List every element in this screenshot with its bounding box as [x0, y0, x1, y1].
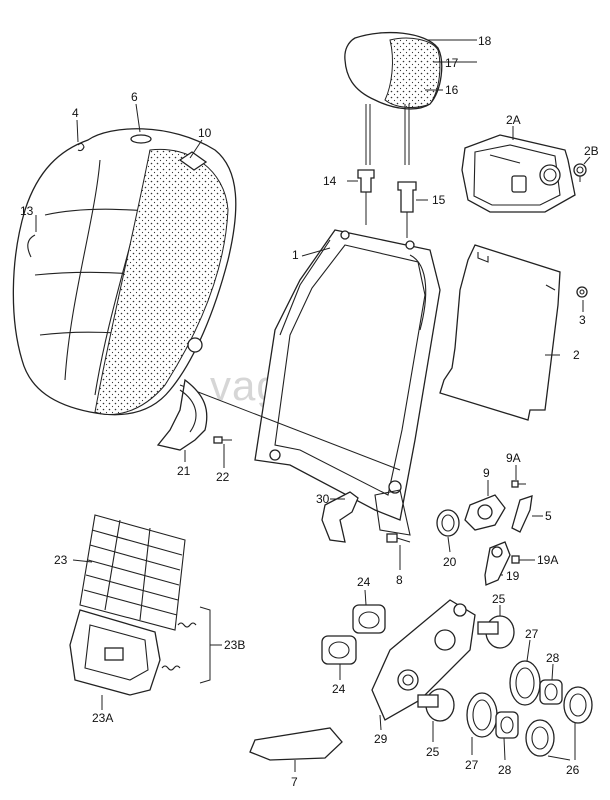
seat-back-frame [179, 229, 441, 536]
lever-9 [464, 494, 506, 531]
recliner-plate-29 [371, 599, 476, 721]
leader-lines [35, 39, 591, 772]
label-19: 19 [506, 569, 520, 583]
label-7: 7 [291, 775, 298, 789]
part-labels: 18 17 16 6 4 10 13 14 15 1 2A 2B 3 2 21 … [20, 34, 599, 789]
label-13: 13 [20, 204, 34, 218]
label-21: 21 [177, 464, 191, 478]
clip-nut-3 [576, 286, 588, 298]
lumbar-support-23A [69, 609, 161, 696]
label-8: 8 [396, 573, 403, 587]
label-14: 14 [323, 174, 337, 188]
label-10: 10 [198, 126, 212, 140]
lever-5 [511, 495, 533, 533]
lever-19 [484, 541, 511, 586]
label-17: 17 [445, 56, 459, 70]
bushing-28-lower [495, 711, 519, 739]
label-29: 29 [374, 732, 388, 746]
cap-26-lower [525, 719, 555, 757]
spring-23B-lower [161, 665, 181, 671]
label-23B: 23B [224, 638, 245, 652]
label-2A: 2A [506, 113, 521, 127]
label-30: 30 [316, 492, 330, 506]
label-19A: 19A [537, 553, 558, 567]
screw-2B [573, 163, 587, 182]
spring-23B-upper [177, 622, 197, 628]
ring-27-lower [466, 692, 498, 738]
headrest-guide-14 [357, 169, 375, 225]
label-23A: 23A [92, 711, 113, 725]
bracket-30 [321, 491, 359, 543]
headrest-guide-15 [397, 181, 417, 238]
label-6: 6 [131, 90, 138, 104]
seat-back-cushion [12, 128, 237, 416]
knob-20 [436, 509, 460, 537]
ring-27-upper [509, 660, 541, 706]
side-cover-21 [156, 378, 208, 451]
lumbar-wire-mat-23 [79, 514, 186, 631]
screw-9A [511, 480, 526, 488]
label-15: 15 [432, 193, 446, 207]
label-16: 16 [445, 83, 459, 97]
label-24-upper: 24 [357, 575, 371, 589]
label-20: 20 [443, 555, 457, 569]
label-4: 4 [72, 106, 79, 120]
bracket-23B [199, 606, 211, 684]
label-5: 5 [545, 509, 552, 523]
label-1: 1 [292, 248, 299, 262]
pin-25-upper [477, 615, 515, 649]
label-28-lower: 28 [498, 763, 512, 777]
label-27-upper: 27 [525, 627, 539, 641]
pin-25-lower [417, 688, 455, 722]
headrest [344, 31, 443, 165]
label-24-lower: 24 [332, 682, 346, 696]
cap-26-upper [563, 686, 593, 724]
clip-24-lower [321, 635, 357, 665]
label-23: 23 [54, 553, 68, 567]
wire-clip-13 [27, 234, 36, 258]
label-2: 2 [573, 348, 580, 362]
label-2B: 2B [584, 144, 599, 158]
foam-pad-7 [249, 727, 343, 761]
label-28-upper: 28 [546, 651, 560, 665]
trim-bezel-2A [461, 134, 576, 213]
label-9A: 9A [506, 451, 521, 465]
label-26: 26 [566, 763, 580, 777]
wire-clip-4 [77, 142, 85, 152]
label-9: 9 [483, 466, 490, 480]
label-3: 3 [579, 313, 586, 327]
label-25-upper: 25 [492, 592, 506, 606]
label-22: 22 [216, 470, 230, 484]
bolt-8 [386, 533, 411, 543]
label-27-lower: 27 [465, 758, 479, 772]
bushing-28-upper [539, 679, 563, 705]
back-panel [439, 244, 561, 421]
label-25-lower: 25 [426, 745, 440, 759]
screw-19A [511, 555, 528, 564]
screw-22 [213, 436, 232, 444]
clip-24-upper [352, 604, 386, 634]
label-18: 18 [478, 34, 492, 48]
